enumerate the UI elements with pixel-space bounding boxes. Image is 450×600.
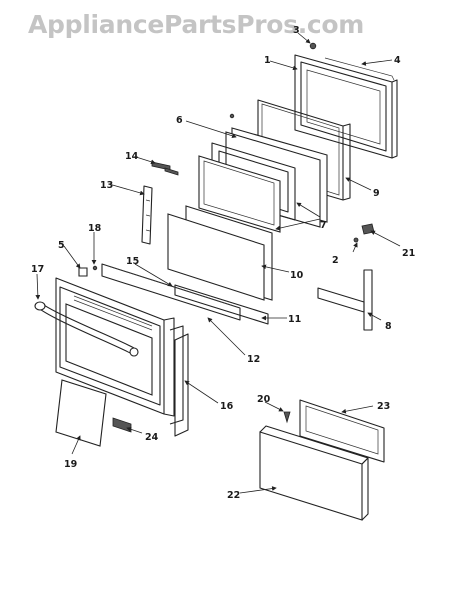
door-glass-panel-part — [55, 379, 107, 447]
hinge-receptacle-part — [112, 417, 132, 433]
screw-part-18 — [92, 265, 98, 271]
callout-24: 24 — [145, 432, 159, 443]
callout-19: 19 — [64, 459, 77, 470]
callout-12: 12 — [247, 354, 260, 365]
callout-21: 21 — [402, 248, 415, 259]
leader-lines — [35, 32, 401, 494]
callout-11: 11 — [288, 314, 301, 325]
side-channel-part — [317, 269, 373, 331]
screw-part-20 — [283, 411, 291, 424]
callout-22: 22 — [227, 490, 240, 501]
screw-part-2 — [353, 237, 359, 243]
callout-labels: 1 2 3 4 5 6 7 8 9 10 11 12 13 14 15 16 1… — [31, 25, 415, 501]
badge-plate-part — [78, 267, 88, 277]
callout-17: 17 — [31, 264, 44, 275]
drawer-back-panel-part — [299, 399, 385, 463]
bracket-part-14 — [151, 161, 179, 176]
callout-10: 10 — [290, 270, 304, 281]
callout-15: 15 — [126, 256, 139, 267]
drawer-front-part — [259, 425, 369, 521]
hinge-channel-part — [141, 185, 153, 245]
callout-23: 23 — [377, 401, 390, 412]
callout-9: 9 — [373, 188, 380, 199]
insulation-part — [174, 284, 269, 325]
callout-1: 1 — [264, 55, 271, 66]
watermark-text: AppliancePartsPros.com — [28, 10, 364, 39]
screw-part-3 — [309, 42, 317, 50]
callout-14: 14 — [125, 151, 139, 162]
inner-glass-part — [167, 205, 273, 301]
callout-7: 7 — [320, 220, 327, 231]
callout-6: 6 — [176, 115, 183, 126]
callout-3: 3 — [293, 25, 300, 36]
door-gasket-part — [324, 57, 395, 81]
callout-18: 18 — [88, 223, 102, 234]
callout-20: 20 — [257, 394, 271, 405]
callout-8: 8 — [385, 321, 392, 332]
callout-5: 5 — [58, 240, 65, 251]
window-frame-part — [198, 142, 296, 233]
callout-13: 13 — [100, 180, 113, 191]
callout-16: 16 — [220, 401, 234, 412]
door-back-panel-part — [174, 333, 189, 437]
outer-door-frame-part — [294, 54, 398, 159]
door-handle-part — [34, 301, 139, 357]
callout-2: 2 — [332, 255, 339, 266]
callout-4: 4 — [394, 55, 401, 66]
clip-part-21 — [361, 223, 375, 235]
